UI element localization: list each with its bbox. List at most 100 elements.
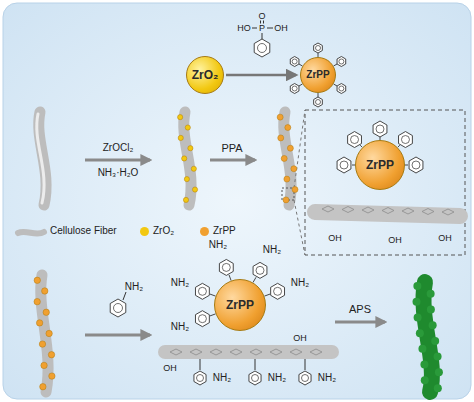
glucose-ring bbox=[402, 208, 414, 214]
polyaniline-bump bbox=[413, 298, 421, 306]
chem-label: PPA bbox=[221, 143, 242, 154]
benzene-ring bbox=[348, 132, 362, 148]
aromatic-circle bbox=[339, 59, 344, 64]
particle-dot bbox=[41, 362, 47, 368]
bond bbox=[200, 359, 201, 370]
bond bbox=[334, 64, 337, 66]
polyaniline-bump bbox=[434, 384, 442, 392]
particle-dot bbox=[43, 309, 49, 315]
particle-dot bbox=[39, 341, 45, 347]
aromatic-circle bbox=[114, 304, 123, 313]
zoom-box bbox=[305, 110, 465, 255]
chem-label: OH bbox=[274, 24, 288, 33]
zoom-line bbox=[294, 110, 305, 188]
particle-dot bbox=[291, 166, 297, 172]
particle-dot bbox=[192, 187, 197, 192]
legend-fiber bbox=[18, 232, 44, 234]
bond bbox=[252, 28, 257, 29]
zoom-line bbox=[294, 200, 305, 255]
glucose-ring bbox=[190, 349, 202, 355]
process-arrow bbox=[85, 159, 150, 162]
polyaniline-bump bbox=[416, 329, 424, 337]
particle-dot bbox=[183, 197, 188, 202]
legend-swatch bbox=[140, 227, 149, 236]
polyaniline-bump bbox=[429, 321, 437, 329]
chem-label: O bbox=[258, 12, 265, 21]
benzene-ring bbox=[337, 84, 346, 94]
particle-circle: ZrPP bbox=[300, 57, 336, 93]
aromatic-circle bbox=[198, 287, 206, 295]
benzene-ring bbox=[195, 311, 209, 327]
benzene-ring bbox=[249, 371, 261, 385]
particle-dot bbox=[188, 146, 193, 151]
particle-dot bbox=[292, 187, 298, 193]
glucose-ring bbox=[342, 207, 354, 213]
reaction-arrow bbox=[226, 74, 296, 77]
glucose-ring bbox=[322, 206, 334, 212]
particle-dot bbox=[281, 155, 287, 161]
benzene-ring bbox=[337, 157, 351, 173]
coated-fiber bbox=[423, 282, 431, 392]
particle-dot bbox=[285, 125, 291, 131]
chem-label: NH₂ bbox=[318, 373, 336, 383]
panel bbox=[3, 3, 471, 399]
benzene-ring bbox=[290, 57, 299, 67]
polyaniline-bump bbox=[427, 306, 435, 314]
bond bbox=[318, 93, 319, 97]
particle-circle: ZrO₂ bbox=[186, 56, 224, 94]
benzene-ring bbox=[409, 157, 423, 173]
glucose-ring bbox=[230, 349, 242, 355]
benzene-ring bbox=[254, 39, 270, 57]
polyaniline-bump bbox=[434, 353, 442, 361]
bond bbox=[267, 28, 273, 29]
glucose-ring bbox=[210, 349, 222, 355]
benzene-ring bbox=[314, 97, 323, 107]
particle-dot bbox=[287, 145, 293, 151]
bond bbox=[334, 84, 337, 86]
glucose-ring bbox=[170, 349, 182, 355]
particle-dot bbox=[283, 197, 289, 203]
chem-label: HO bbox=[237, 24, 251, 33]
particle-dot bbox=[185, 125, 190, 130]
benzene-ring bbox=[195, 283, 209, 299]
legend-item: ZrPP bbox=[200, 226, 236, 236]
particle-dot bbox=[278, 135, 284, 141]
legend-swatch bbox=[200, 227, 209, 236]
chem-label: OH bbox=[293, 334, 307, 343]
aromatic-circle bbox=[198, 315, 206, 323]
particle-dot bbox=[184, 177, 189, 182]
polyaniline-bump bbox=[414, 313, 422, 321]
particle-dot bbox=[42, 288, 48, 294]
particle-dot bbox=[34, 298, 40, 304]
fiber-highlight bbox=[37, 114, 44, 203]
particle-name: ZrPP bbox=[306, 70, 329, 80]
bond bbox=[253, 277, 256, 282]
particle-dot bbox=[40, 384, 46, 390]
polyaniline-bump bbox=[435, 368, 443, 376]
chem-label: OH bbox=[388, 236, 402, 245]
process-arrow bbox=[335, 321, 385, 324]
benzene-ring bbox=[110, 299, 126, 317]
chem-label: NH₂ bbox=[213, 373, 231, 383]
particle-dot bbox=[277, 114, 283, 120]
aromatic-circle bbox=[258, 44, 267, 53]
aromatic-circle bbox=[376, 125, 384, 133]
cellulose-chain bbox=[165, 345, 332, 359]
legend-item: Cellulose Fiber bbox=[50, 226, 117, 236]
particle-name: ZrO₂ bbox=[192, 69, 219, 81]
polyaniline-bump bbox=[418, 345, 426, 353]
particle-dot bbox=[178, 115, 183, 120]
particle-dot bbox=[182, 156, 187, 161]
chem-label: NH₃·H₂O bbox=[98, 168, 139, 178]
polyaniline-bump bbox=[431, 337, 439, 345]
polyaniline-bump bbox=[413, 282, 421, 290]
chem-label: P bbox=[259, 24, 265, 33]
aromatic-circle bbox=[302, 375, 309, 382]
particle-circle: ZrPP bbox=[355, 140, 405, 190]
benzene-ring bbox=[290, 84, 299, 94]
chem-label: OH bbox=[438, 234, 452, 243]
aromatic-circle bbox=[292, 59, 297, 64]
chem-label: NH₂ bbox=[268, 373, 286, 383]
